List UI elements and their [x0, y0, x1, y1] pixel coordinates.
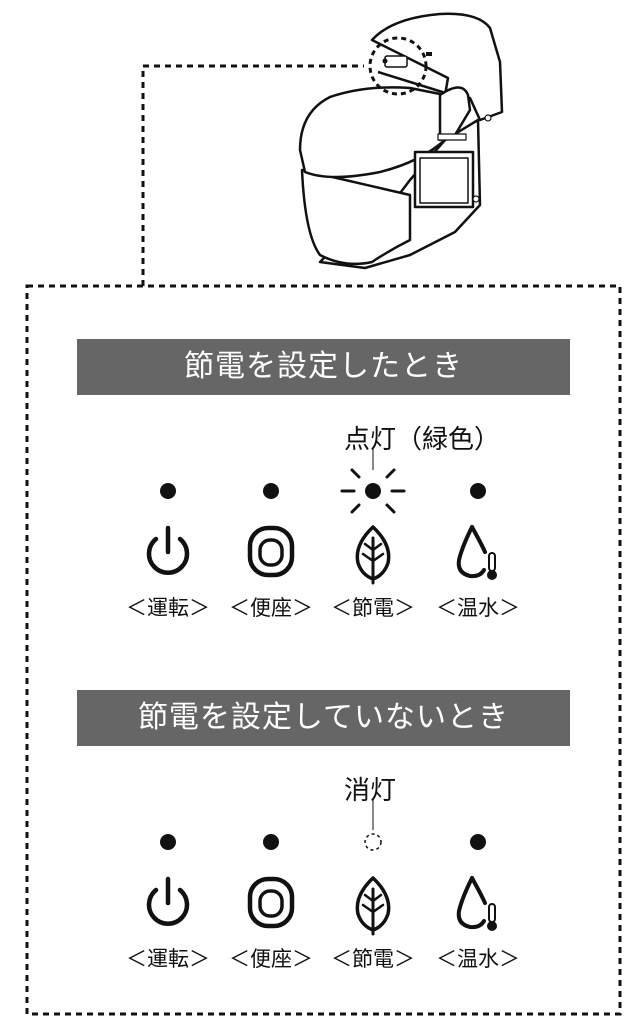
led-dot-seat	[263, 483, 279, 499]
led-dot-power	[160, 834, 176, 850]
led-dot-water	[470, 483, 486, 499]
led-dot-water	[470, 834, 486, 850]
leaf-icon	[355, 876, 391, 936]
toilet-seat-icon	[247, 876, 295, 929]
button-label-water: ＜温水＞	[436, 947, 520, 971]
indicator-status-off: 消灯	[344, 776, 397, 806]
button-label-power: ＜運転＞	[126, 947, 210, 971]
water-temperature-icon	[456, 525, 497, 580]
button-label-seat: ＜便座＞	[229, 596, 313, 620]
led-dot-power	[160, 483, 176, 499]
button-label-water: ＜温水＞	[436, 596, 520, 620]
section-title-eco-on: 節電を設定したとき	[77, 339, 570, 395]
indicator-status-lit: 点灯（緑色）	[344, 425, 501, 455]
button-label-seat: ＜便座＞	[229, 947, 313, 971]
button-label-power: ＜運転＞	[126, 596, 210, 620]
dashed-frame	[25, 284, 622, 1016]
water-temperature-icon	[456, 876, 497, 931]
led-glow-rays	[340, 468, 406, 514]
leaf-icon	[355, 525, 391, 585]
led-dot-seat	[263, 834, 279, 850]
led-dot-eco-off	[364, 833, 382, 851]
led-dot-eco-lit	[365, 483, 381, 499]
power-icon	[146, 525, 190, 575]
section-title-eco-off: 節電を設定していないとき	[77, 690, 570, 746]
power-icon	[146, 876, 190, 926]
control-panel-highlight-circle	[368, 36, 428, 96]
toilet-seat-icon	[247, 525, 295, 578]
toilet-illustration	[298, 12, 504, 270]
button-label-eco: ＜節電＞	[331, 596, 415, 620]
button-label-eco: ＜節電＞	[331, 947, 415, 971]
callout-leader-line	[141, 64, 364, 286]
